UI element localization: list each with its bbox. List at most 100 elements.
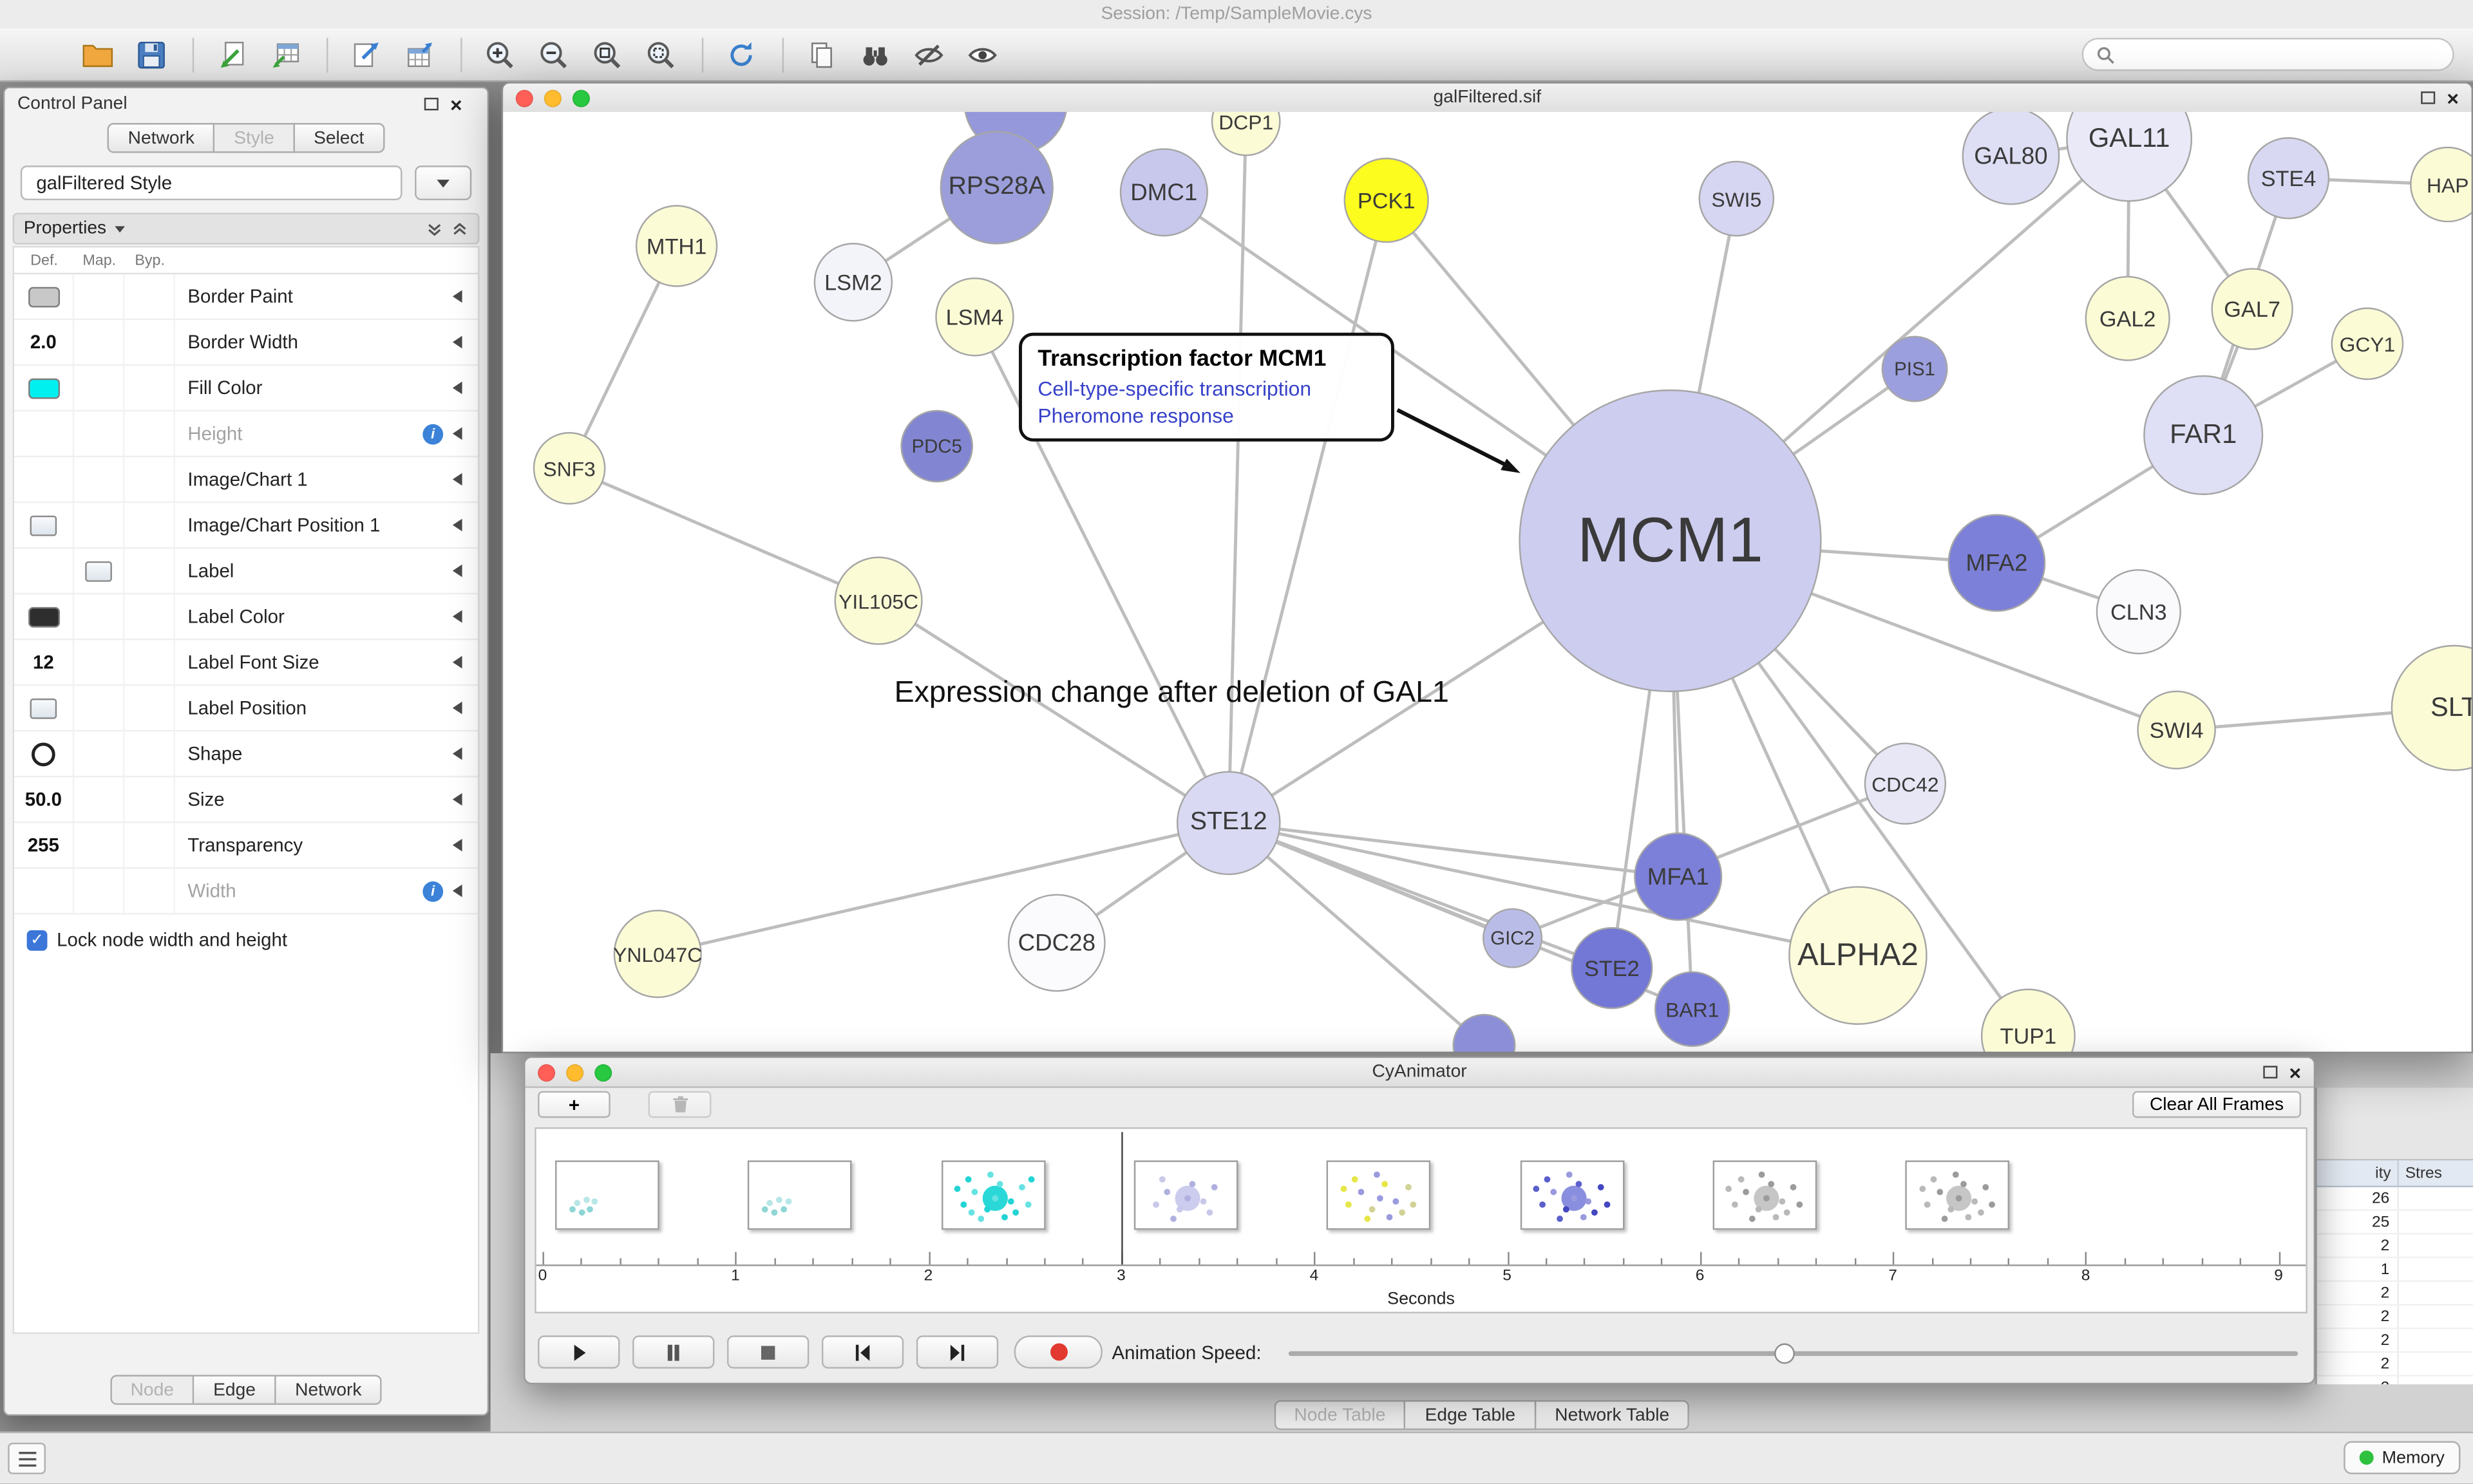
network-node-cdc42[interactable]: CDC42	[1864, 742, 1947, 825]
network-node-pis1[interactable]: PIS1	[1881, 335, 1948, 402]
default-value-cell[interactable]	[14, 549, 75, 593]
skip-to-start-button[interactable]	[821, 1335, 904, 1369]
speed-slider[interactable]	[1288, 1343, 2298, 1364]
default-value-cell[interactable]	[14, 411, 75, 456]
tab-select[interactable]: Select	[294, 123, 385, 153]
expand-arrow-icon[interactable]	[452, 427, 462, 440]
bypass-cell[interactable]	[124, 503, 175, 547]
network-node-pdc5[interactable]: PDC5	[900, 409, 974, 483]
float-window-icon[interactable]	[424, 97, 439, 111]
network-canvas[interactable]: Expression change after deletion of GAL1…	[503, 111, 2472, 1052]
delete-frame-button[interactable]	[648, 1091, 712, 1118]
zoom-selected-button[interactable]	[636, 32, 686, 77]
bypass-cell[interactable]	[124, 366, 175, 410]
zoom-in-button[interactable]	[475, 32, 525, 77]
network-node-mth1[interactable]: MTH1	[635, 205, 718, 287]
default-value-cell[interactable]	[14, 457, 75, 502]
property-row-image-chart-position-1[interactable]: Image/Chart Position 1	[14, 503, 478, 549]
bypass-cell[interactable]	[124, 777, 175, 822]
close-traffic-light[interactable]	[515, 89, 533, 107]
default-value-cell[interactable]	[14, 869, 75, 913]
frame-thumbnail[interactable]	[941, 1160, 1045, 1230]
collapse-all-icon[interactable]	[426, 220, 443, 238]
clear-all-frames-button[interactable]: Clear All Frames	[2132, 1091, 2302, 1118]
style-dropdown[interactable]: galFiltered Style	[20, 165, 403, 201]
mapping-cell[interactable]	[74, 686, 125, 730]
default-value-cell[interactable]: 255	[14, 823, 75, 867]
network-node-tup1[interactable]: TUP1	[1980, 988, 2076, 1052]
bottom-tab-node[interactable]: Node	[109, 1375, 194, 1405]
network-node-mcm1[interactable]: MCM1	[1519, 389, 1822, 693]
mapping-cell[interactable]	[74, 411, 125, 456]
table-row[interactable]: 25	[2317, 1210, 2473, 1235]
network-node-ynl047c[interactable]: YNL047C	[613, 910, 702, 999]
refresh-button[interactable]	[716, 32, 766, 77]
expand-arrow-icon[interactable]	[452, 747, 462, 760]
export-table-button[interactable]	[394, 32, 444, 77]
network-node-gal2[interactable]: GAL2	[2085, 276, 2170, 361]
default-value-cell[interactable]: 2.0	[14, 320, 75, 364]
network-node-pck1[interactable]: PCK1	[1343, 157, 1429, 243]
bypass-cell[interactable]	[124, 457, 175, 502]
network-node-lsm2[interactable]: LSM2	[813, 243, 893, 322]
bypass-cell[interactable]	[124, 640, 175, 684]
skip-to-end-button[interactable]	[916, 1335, 999, 1369]
color-swatch[interactable]	[27, 606, 59, 627]
tab-network[interactable]: Network	[107, 123, 215, 153]
mapping-cell[interactable]	[74, 320, 125, 364]
default-value-cell[interactable]	[14, 503, 75, 547]
bypass-cell[interactable]	[124, 731, 175, 776]
float-window-icon[interactable]	[2264, 1066, 2279, 1079]
bypass-cell[interactable]	[124, 274, 175, 319]
annotation-link[interactable]: Pheromone response	[1038, 403, 1234, 427]
hide-selected-button[interactable]	[904, 32, 954, 77]
zoom-traffic-light[interactable]	[572, 89, 590, 107]
table-row[interactable]: 2	[2317, 1329, 2473, 1353]
frame-thumbnail[interactable]	[748, 1160, 853, 1230]
mapping-cell[interactable]	[74, 777, 125, 822]
network-node-ste4[interactable]: STE4	[2247, 137, 2330, 220]
property-row-label-color[interactable]: Label Color	[14, 594, 478, 641]
expand-arrow-icon[interactable]	[452, 381, 462, 395]
mapping-cell[interactable]	[74, 823, 125, 867]
network-node-swi5[interactable]: SWI5	[1698, 160, 1775, 237]
network-node-gal7[interactable]: GAL7	[2211, 268, 2293, 350]
save-session-button[interactable]	[126, 32, 176, 77]
table-column-header[interactable]: Stres	[2405, 1164, 2442, 1182]
frame-thumbnail[interactable]	[1327, 1160, 1431, 1230]
default-value-cell[interactable]: 50.0	[14, 777, 75, 822]
frame-thumbnail[interactable]	[1712, 1160, 1817, 1230]
property-row-label-position[interactable]: Label Position	[14, 686, 478, 732]
close-window-icon[interactable]: ×	[2447, 86, 2459, 110]
network-node-rps28a[interactable]: RPS28A	[940, 131, 1054, 245]
network-node-mfa2[interactable]: MFA2	[1947, 514, 2046, 612]
table-row[interactable]: 2	[2317, 1305, 2473, 1329]
tab-node-table[interactable]: Node Table	[1273, 1400, 1407, 1431]
expand-arrow-icon[interactable]	[452, 335, 462, 349]
table-row[interactable]: 2	[2317, 1376, 2473, 1385]
network-node-snf3[interactable]: SNF3	[533, 432, 606, 505]
import-table-button[interactable]	[260, 32, 310, 77]
expand-arrow-icon[interactable]	[452, 518, 462, 532]
tab-network-table[interactable]: Network Table	[1535, 1400, 1691, 1431]
playhead[interactable]	[1121, 1132, 1123, 1265]
property-row-label[interactable]: Label	[14, 549, 478, 595]
show-all-button[interactable]	[958, 32, 1008, 77]
mapping-cell[interactable]	[74, 731, 125, 776]
network-node-alpha2[interactable]: ALPHA2	[1788, 886, 1928, 1025]
default-value-cell[interactable]	[14, 731, 75, 776]
default-value-cell[interactable]	[14, 686, 75, 730]
mapping-cell[interactable]	[74, 366, 125, 410]
network-node-hap[interactable]: HAP	[2410, 146, 2472, 223]
network-node-lsm4[interactable]: LSM4	[935, 277, 1014, 357]
expand-arrow-icon[interactable]	[452, 793, 462, 806]
search-input[interactable]	[2123, 43, 2440, 66]
bypass-cell[interactable]	[124, 823, 175, 867]
network-node-ste12[interactable]: STE12	[1176, 771, 1281, 876]
network-node-dmc1[interactable]: DMC1	[1119, 148, 1208, 237]
network-node-cdc28[interactable]: CDC28	[1007, 894, 1106, 992]
expand-arrow-icon[interactable]	[452, 655, 462, 669]
frame-thumbnail[interactable]	[555, 1160, 659, 1230]
